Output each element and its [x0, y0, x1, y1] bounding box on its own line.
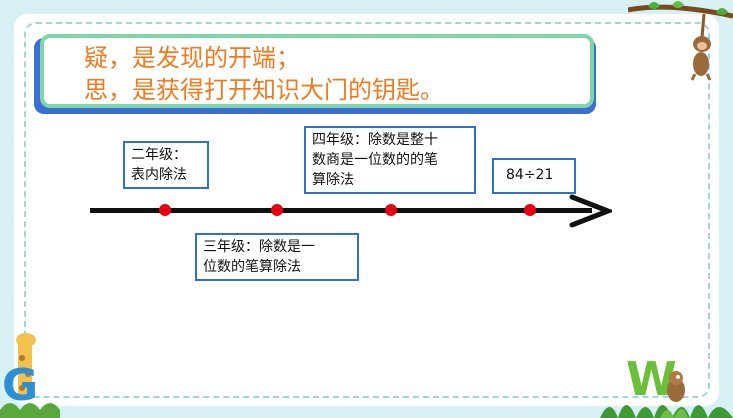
label-line: 二年级：: [131, 147, 187, 163]
label-line: 表内除法: [131, 167, 187, 183]
timeline-dot: [271, 204, 283, 216]
dashed-frame: [24, 22, 710, 398]
label-line: 位数的笔算除法: [203, 259, 301, 275]
arrow-head-icon: [569, 194, 612, 228]
label-line: 三年级：除数是一: [203, 239, 315, 255]
grass-icon: [600, 405, 733, 418]
label-problem: 84÷21: [492, 158, 576, 194]
bird-icon: [667, 371, 685, 402]
label-grade-3: 三年级：除数是一 位数的笔算除法: [195, 233, 359, 281]
label-line: 数商是一位数的的笔: [312, 152, 438, 168]
label-grade-2: 二年级： 表内除法: [123, 141, 209, 189]
giraffe-icon: [0, 333, 60, 418]
timeline-axis: [90, 208, 592, 213]
timeline-dot: [524, 204, 536, 216]
label-grade-4: 四年级：除数是整十 数商是一位数的的笔 算除法: [304, 126, 476, 194]
quote-line-1: 疑，是发现的开端；: [84, 44, 300, 72]
label-line: 四年级：除数是整十: [312, 132, 438, 148]
letter-w: W: [626, 352, 677, 406]
letter-g: G: [2, 360, 39, 411]
vine-monkey-icon: [628, 1, 733, 81]
quote-banner: 疑，是发现的开端； 思，是获得打开知识大门的钥匙。: [40, 34, 594, 108]
label-line: 84÷21: [506, 167, 554, 183]
timeline-dot: [385, 204, 397, 216]
quote-line-2: 思，是获得打开知识大门的钥匙。: [84, 76, 444, 104]
timeline-dot: [159, 204, 171, 216]
label-line: 算除法: [312, 172, 354, 188]
